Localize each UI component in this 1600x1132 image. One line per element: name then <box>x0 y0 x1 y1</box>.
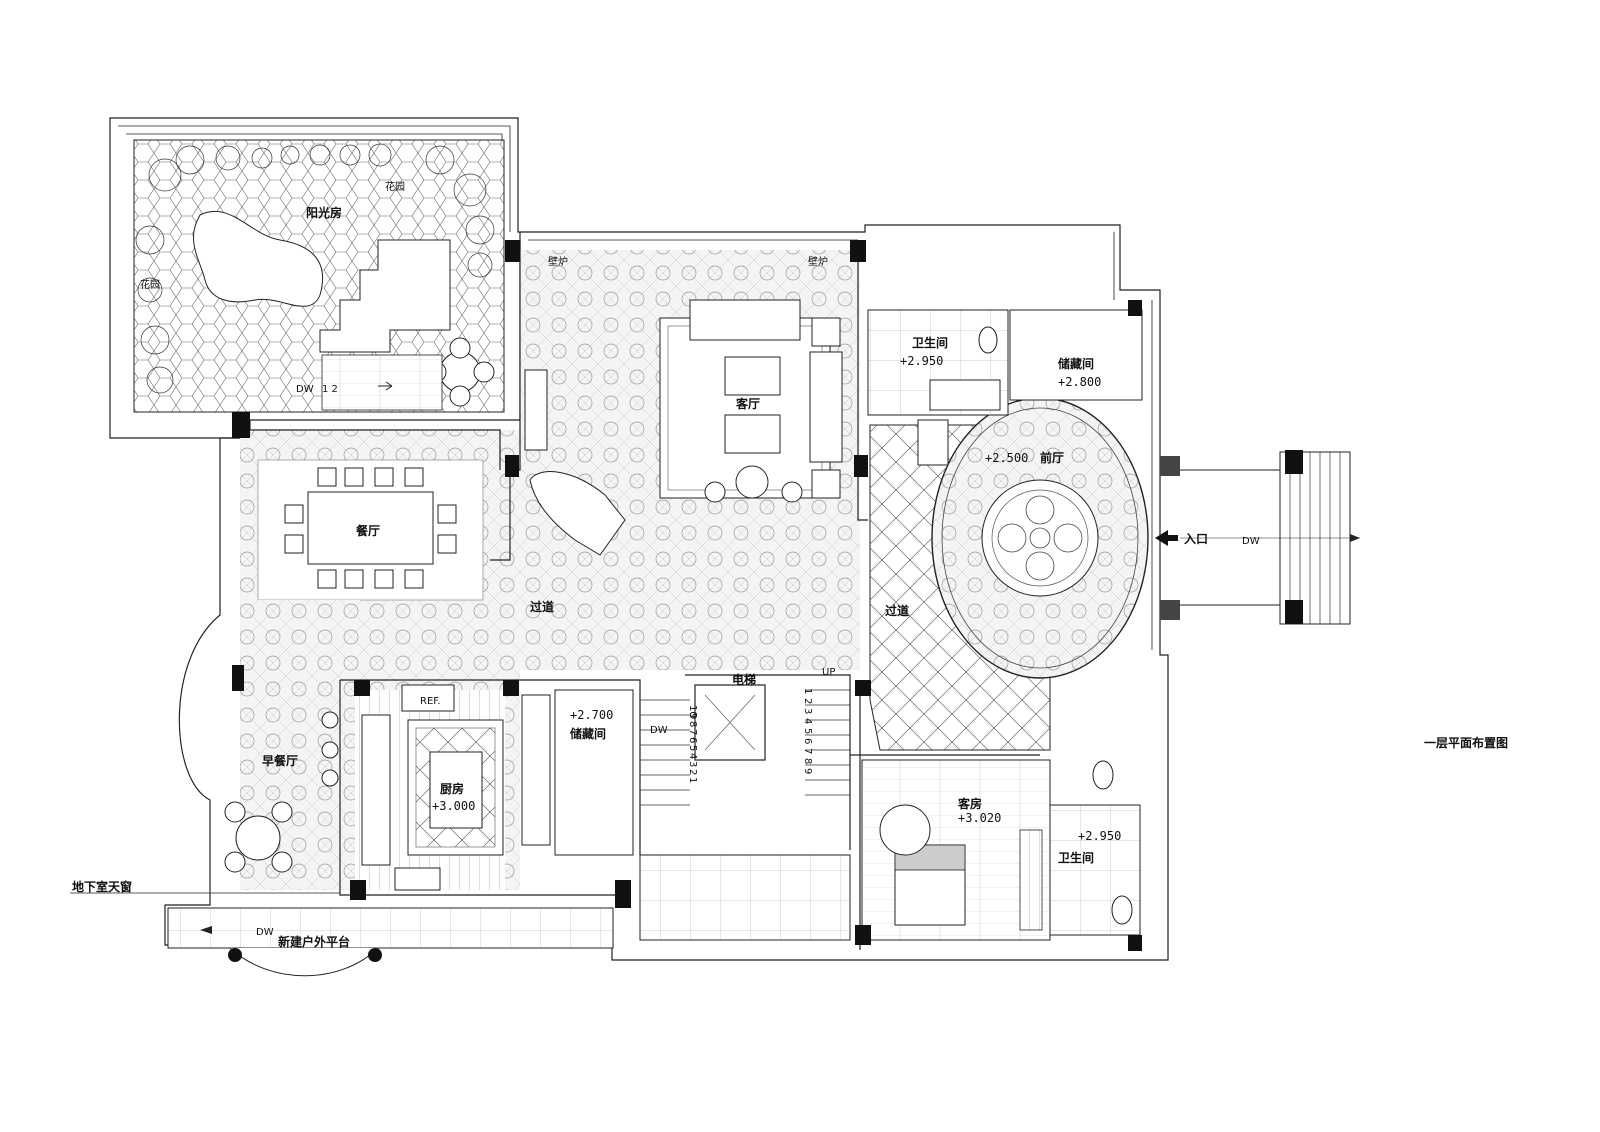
stair-number-right: 3 <box>802 708 813 714</box>
label-garden-a: 花园 <box>385 180 405 193</box>
stair-number-right: 5 <box>802 728 813 734</box>
label-kitchen: 厨房 <box>440 781 464 796</box>
label-storage-2: 储藏间 <box>570 726 606 741</box>
dw-mark-stair: DW <box>650 725 668 736</box>
stair-number-right: 7 <box>802 748 813 754</box>
label-bathroom-2: 卫生间 <box>1058 850 1094 865</box>
label-stair-up: UP <box>822 667 835 678</box>
label-sunroom: 阳光房 <box>306 205 342 220</box>
guest-room-area <box>861 759 1141 941</box>
columns <box>232 240 1303 951</box>
labels: 阳光房 花园 花园 壁炉 壁炉 客厅 餐厅 过道 过道 卫生间 +2.950 储… <box>72 180 1508 949</box>
level-foyer: +2.500 <box>985 451 1028 465</box>
level-guest-room: +3.020 <box>958 811 1001 825</box>
stair-number-left: 5 <box>687 745 698 751</box>
sunroom-area <box>109 117 521 439</box>
terrace-area <box>70 892 614 977</box>
label-bathroom-1: 卫生间 <box>912 335 948 350</box>
label-dining-room: 餐厅 <box>356 523 380 538</box>
foyer-area <box>869 397 1180 751</box>
label-corridor-main: 过道 <box>530 599 554 614</box>
label-storage-1: 储藏间 <box>1058 356 1094 371</box>
label-fireplace-b: 壁炉 <box>808 255 828 268</box>
outer-walls <box>164 224 1169 961</box>
label-living-room: 客厅 <box>735 396 760 411</box>
stair-number-right: 9 <box>802 768 813 774</box>
stair-number-left: 1 <box>687 777 698 783</box>
label-elevator: 电梯 <box>732 672 756 687</box>
dw-step-count: 1 2 <box>322 384 338 395</box>
label-fridge: REF. <box>420 696 441 707</box>
stair-number-left: 7 <box>687 729 698 735</box>
label-terrace: 新建户外平台 <box>278 934 350 949</box>
label-entrance: 入口 <box>1184 532 1208 546</box>
dining-table-set <box>284 467 457 589</box>
dw-mark-terrace: DW <box>256 927 274 938</box>
stair-number-right: 6 <box>802 738 813 744</box>
kitchen-area <box>355 684 551 891</box>
label-fireplace-a: 壁炉 <box>548 255 568 268</box>
stair-number-left: 4 <box>687 753 698 759</box>
stair-number-right: 8 <box>802 758 813 764</box>
stair-number-left: 6 <box>687 737 698 743</box>
living-furniture <box>524 299 843 556</box>
label-corridor-east: 过道 <box>885 603 909 618</box>
stair-number-left: 9 <box>687 713 698 719</box>
label-foyer: 前厅 <box>1040 450 1064 465</box>
bath-storage-block <box>867 309 1143 466</box>
stair-number-right: 2 <box>802 698 813 704</box>
stair-number-right: 4 <box>802 718 813 724</box>
level-kitchen: +3.000 <box>432 799 475 813</box>
storage-stair-core <box>554 684 851 941</box>
stair-number-left: 10 <box>687 705 698 718</box>
level-storage-1: +2.800 <box>1058 375 1101 389</box>
stair-number-right: 1 <box>802 688 813 694</box>
entry-steps <box>1155 451 1360 625</box>
level-storage-2: +2.700 <box>570 708 613 722</box>
stair-number-left: 2 <box>687 769 698 775</box>
label-breakfast: 早餐厅 <box>262 753 298 768</box>
level-bathroom-1: +2.950 <box>900 354 943 368</box>
breakfast-table-set <box>224 711 339 873</box>
label-basement-skylight: 地下室天窗 <box>72 879 132 894</box>
dw-mark-entry: DW <box>1242 536 1260 547</box>
label-garden-b: 花园 <box>140 278 160 291</box>
dw-mark-sunroom: DW <box>296 384 314 395</box>
drawing-title: 一层平面布置图 <box>1424 735 1508 750</box>
label-guest-room: 客房 <box>957 796 982 811</box>
stair-number-left: 8 <box>687 721 698 727</box>
stair-number-left: 3 <box>687 761 698 767</box>
level-bathroom-2: +2.950 <box>1078 829 1121 843</box>
